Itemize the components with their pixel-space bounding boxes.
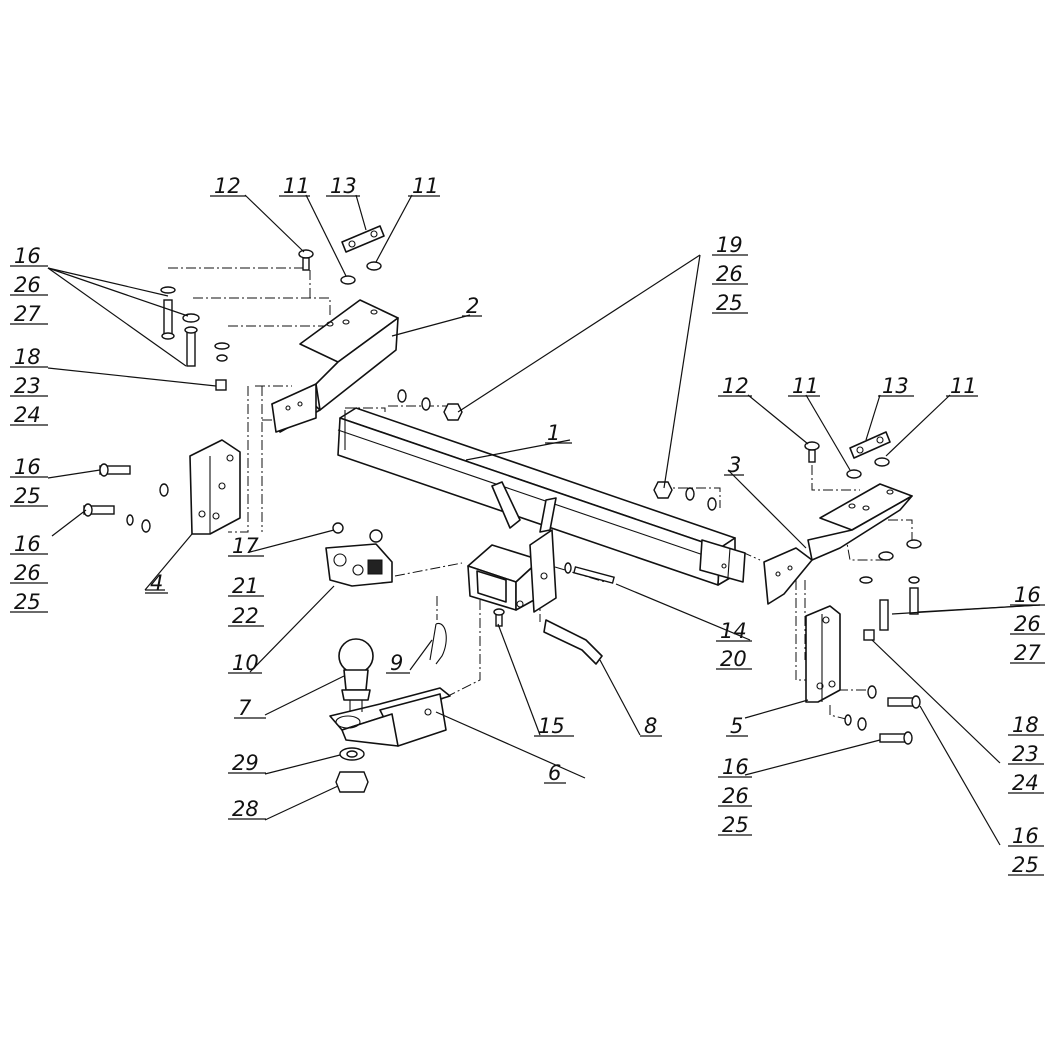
callout-label: 25 xyxy=(722,813,749,837)
callout-label: 26 xyxy=(1014,612,1041,636)
callout-10: 10 xyxy=(228,651,262,675)
hitch-pin-clip xyxy=(429,623,447,665)
callout-label: 18 xyxy=(14,345,41,369)
callout-9: 9 xyxy=(386,651,410,675)
callout-12-left: 12 xyxy=(210,174,246,198)
callout-label: 11 xyxy=(412,174,439,198)
callout-label: 24 xyxy=(1012,771,1039,795)
clamp-plate-left xyxy=(341,225,385,253)
callout-label: 11 xyxy=(950,374,977,398)
callout-label: 4 xyxy=(150,571,163,595)
callout-label: 22 xyxy=(232,604,259,628)
callout-label: 23 xyxy=(1012,742,1039,766)
callout-label: 20 xyxy=(720,647,747,671)
callout-16-25-right: 16 25 xyxy=(1008,824,1044,877)
callout-16-26-27-right: 16 26 27 xyxy=(1010,583,1045,665)
callout-label: 16 xyxy=(14,244,41,268)
callout-label: 26 xyxy=(722,784,749,808)
callout-16-26-27-left: 16 26 27 xyxy=(10,244,48,326)
callout-label: 13 xyxy=(330,174,357,198)
callout-label: 26 xyxy=(716,262,743,286)
callout-label: 11 xyxy=(283,174,310,198)
callout-label: 12 xyxy=(722,374,749,398)
callout-label: 5 xyxy=(730,714,743,738)
callout-label: 2 xyxy=(466,294,479,318)
callout-19-26-25: 19 26 25 xyxy=(712,233,748,315)
right-mount-bracket xyxy=(763,483,913,605)
callout-18-23-24-right: 18 23 24 xyxy=(1008,713,1044,795)
callout-11-right-b: 11 xyxy=(946,374,978,398)
callout-17-21-22: 17 21 22 xyxy=(228,534,264,628)
callout-16-25-left: 16 25 xyxy=(10,455,48,508)
callout-label: 25 xyxy=(1012,853,1039,877)
callout-11-left-a: 11 xyxy=(279,174,310,198)
callout-6: 6 xyxy=(544,761,566,785)
callout-label: 27 xyxy=(1014,641,1041,665)
callout-label: 1 xyxy=(547,421,560,445)
callout-label: 6 xyxy=(548,761,561,785)
callout-label: 13 xyxy=(882,374,909,398)
callout-label: 26 xyxy=(14,561,41,585)
callout-11-left-b: 11 xyxy=(408,174,440,198)
callout-label: 27 xyxy=(14,302,41,326)
callout-label: 16 xyxy=(14,532,41,556)
callout-label: 29 xyxy=(232,751,259,775)
callout-label: 16 xyxy=(722,755,749,779)
right-side-plate xyxy=(805,605,841,703)
callout-1: 1 xyxy=(545,421,572,445)
callout-label: 26 xyxy=(14,273,41,297)
callout-label: 16 xyxy=(1014,583,1041,607)
left-side-plate xyxy=(189,439,241,535)
callout-15: 15 xyxy=(534,714,574,738)
callout-label: 17 xyxy=(232,534,259,558)
clamp-plate-right xyxy=(849,431,891,459)
callout-label: 24 xyxy=(14,403,41,427)
left-mount-bracket xyxy=(271,299,399,433)
hitch-pin-bent xyxy=(543,619,603,665)
callout-29: 29 xyxy=(228,751,266,775)
callout-label: 3 xyxy=(728,453,741,477)
callout-14-20: 14 20 xyxy=(716,619,752,671)
callout-28: 28 xyxy=(228,797,266,821)
leader-lines xyxy=(47,194,1041,846)
callout-16-26-25-left: 16 26 25 xyxy=(10,532,48,614)
callout-label: 12 xyxy=(214,174,241,198)
callout-2: 2 xyxy=(462,294,482,318)
callout-7: 7 xyxy=(234,696,266,720)
callout-label: 25 xyxy=(14,484,41,508)
callout-label: 21 xyxy=(232,574,259,598)
main-crossbar xyxy=(337,407,746,586)
callout-label: 10 xyxy=(232,651,259,675)
callout-label: 25 xyxy=(716,291,743,315)
callout-label: 25 xyxy=(14,590,41,614)
callout-label: 9 xyxy=(390,651,403,675)
callout-5: 5 xyxy=(726,714,748,738)
receiver-housing xyxy=(467,481,557,613)
callout-13-right: 13 xyxy=(878,374,914,398)
callout-label: 23 xyxy=(14,374,41,398)
callout-8: 8 xyxy=(640,714,662,738)
callout-16-26-25-right: 16 26 25 xyxy=(718,755,752,837)
callout-label: 15 xyxy=(538,714,565,738)
ball-mount-shank xyxy=(329,687,451,747)
callout-label: 18 xyxy=(1012,713,1039,737)
callout-13-left: 13 xyxy=(326,174,360,198)
callout-label: 16 xyxy=(14,455,41,479)
callout-label: 16 xyxy=(1012,824,1039,848)
callout-label: 7 xyxy=(238,696,252,720)
callout-18-23-24-left: 18 23 24 xyxy=(10,345,48,427)
callout-label: 8 xyxy=(644,714,657,738)
fastener-hardware xyxy=(83,249,922,793)
callout-label: 14 xyxy=(720,619,747,643)
callout-label: 28 xyxy=(232,797,259,821)
callout-label: 11 xyxy=(792,374,819,398)
tow-ball xyxy=(338,638,374,712)
callout-3: 3 xyxy=(724,453,744,477)
electrical-socket xyxy=(325,543,393,587)
callout-12-right: 12 xyxy=(718,374,752,398)
callout-11-right-a: 11 xyxy=(788,374,820,398)
callout-4: 4 xyxy=(145,571,168,595)
callout-label: 19 xyxy=(716,233,743,257)
